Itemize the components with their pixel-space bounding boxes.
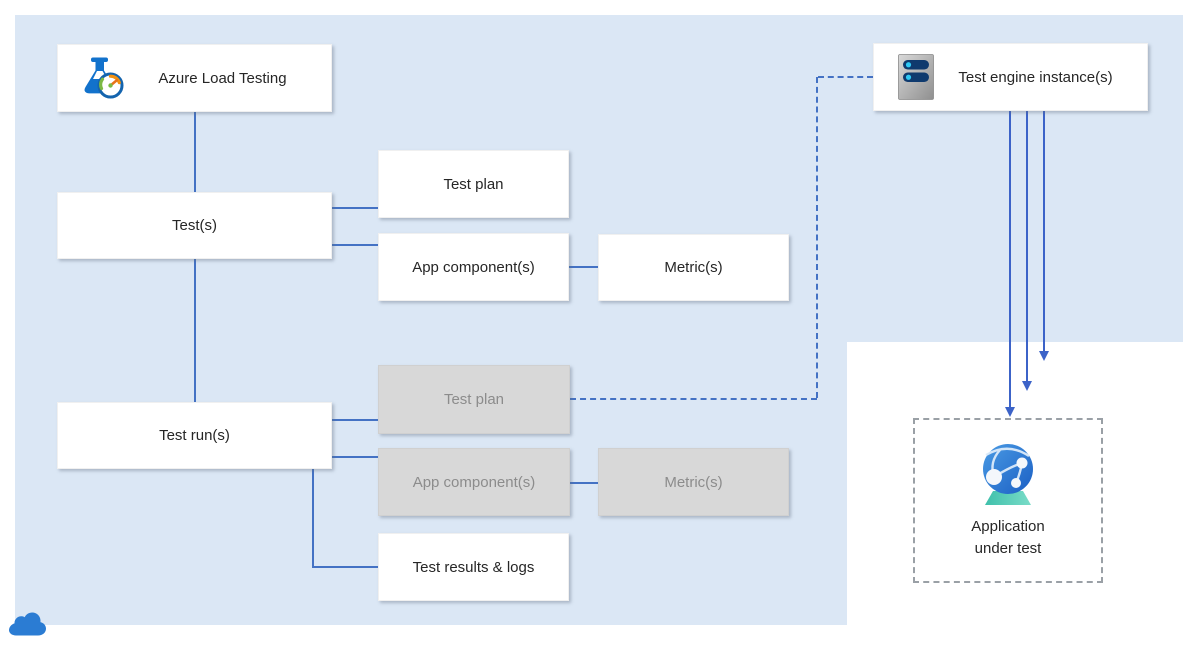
connector-tests-to-appcomponents (332, 244, 378, 246)
node-metrics: Metric(s) (598, 234, 789, 301)
node-label: Metric(s) (664, 259, 723, 276)
arrow-engine-to-app-2 (1026, 111, 1028, 381)
node-test-runs: Test run(s) (57, 402, 332, 469)
server-icon (898, 54, 934, 100)
node-test-plan-run: Test plan (378, 365, 570, 434)
arrowhead-icon (1005, 407, 1015, 417)
dashed-connector-testplan-horizontal (570, 398, 817, 400)
arrow-engine-to-app-3 (1043, 111, 1045, 351)
connector-testruns-to-results-vertical (312, 469, 314, 568)
node-label: App component(s) (412, 473, 536, 491)
node-label: Metric(s) (664, 473, 723, 491)
arrow-engine-to-app-1 (1009, 111, 1011, 407)
load-testing-flask-icon (80, 56, 124, 100)
node-label: Test results & logs (412, 558, 535, 576)
node-label: Test plan (443, 391, 505, 408)
cloud-icon (7, 609, 47, 638)
connector-tests-to-testplan (332, 207, 378, 209)
dashed-connector-to-test-engine (818, 76, 873, 78)
node-tests: Test(s) (57, 192, 332, 259)
node-label: Application under test (971, 518, 1045, 557)
node-application-under-test: Application under test (913, 418, 1103, 583)
node-app-components: App component(s) (378, 233, 569, 301)
node-label: Azure Load Testing (158, 69, 287, 87)
node-label: Test engine instance(s) (958, 68, 1113, 86)
node-label: Test run(s) (159, 427, 230, 444)
globe-network-icon (966, 441, 1050, 507)
connector-testruns-to-testplan (332, 419, 378, 421)
connector-appcomponents-to-metrics (569, 266, 598, 268)
node-label: App component(s) (412, 258, 535, 276)
connector-testruns-to-results-horizontal (312, 566, 378, 568)
arrowhead-icon (1039, 351, 1049, 361)
connector-testruns-to-appcomponents (332, 456, 378, 458)
arrowhead-icon (1022, 381, 1032, 391)
node-test-results-logs: Test results & logs (378, 533, 569, 601)
node-test-plan: Test plan (378, 150, 569, 218)
node-app-components-run: App component(s) (378, 448, 570, 516)
dashed-connector-vertical (816, 77, 818, 398)
node-azure-load-testing: Azure Load Testing (57, 44, 332, 112)
connector-tests-to-testruns (194, 259, 196, 402)
connector-appcomponents-run-to-metrics (570, 482, 598, 484)
node-test-engine-instances: Test engine instance(s) (873, 43, 1148, 111)
node-label: Test plan (443, 175, 504, 193)
node-label: Test(s) (172, 217, 217, 234)
connector-azure-to-tests (194, 112, 196, 192)
node-metrics-run: Metric(s) (598, 448, 789, 516)
